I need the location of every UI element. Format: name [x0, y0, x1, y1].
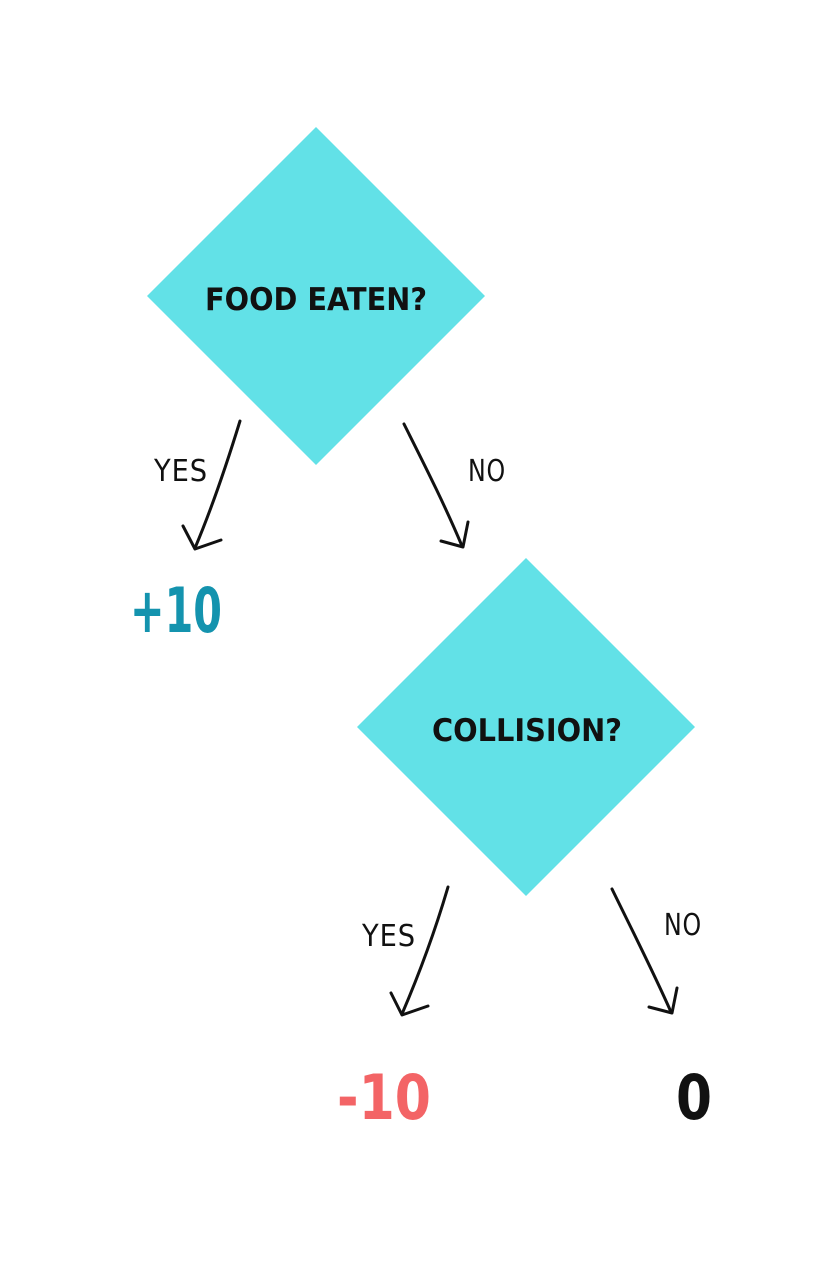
- decision-collision: COLLISION?: [357, 558, 695, 896]
- food-no-arrowhead: [439, 520, 470, 549]
- collision-diamond: [357, 558, 695, 896]
- decision-food-eaten: FOOD EATEN?: [147, 127, 485, 465]
- collision-yes-arrow: [400, 885, 450, 1016]
- food-no-branch: NO: [402, 422, 506, 549]
- outcome-plus-ten: +10: [130, 574, 222, 647]
- outcome-zero: 0: [676, 1061, 712, 1134]
- collision-no-label: NO: [664, 908, 702, 943]
- food-eaten-diamond: [147, 127, 485, 465]
- collision-yes-arrowhead: [389, 991, 430, 1017]
- collision-no-branch: NO: [610, 887, 702, 1015]
- food-yes-label: YES: [153, 454, 208, 489]
- collision-no-arrowhead: [647, 986, 679, 1015]
- collision-label: COLLISION?: [432, 713, 622, 749]
- food-no-label: NO: [468, 454, 506, 489]
- food-yes-arrowhead: [181, 524, 223, 551]
- food-yes-branch: YES: [153, 419, 242, 551]
- collision-yes-branch: YES: [361, 885, 450, 1017]
- collision-yes-label: YES: [361, 919, 416, 954]
- food-yes-arrow: [193, 419, 242, 550]
- food-eaten-label: FOOD EATEN?: [205, 282, 427, 318]
- outcome-minus-ten: -10: [337, 1061, 431, 1134]
- food-no-arrow: [402, 422, 464, 548]
- collision-no-arrow: [610, 887, 673, 1014]
